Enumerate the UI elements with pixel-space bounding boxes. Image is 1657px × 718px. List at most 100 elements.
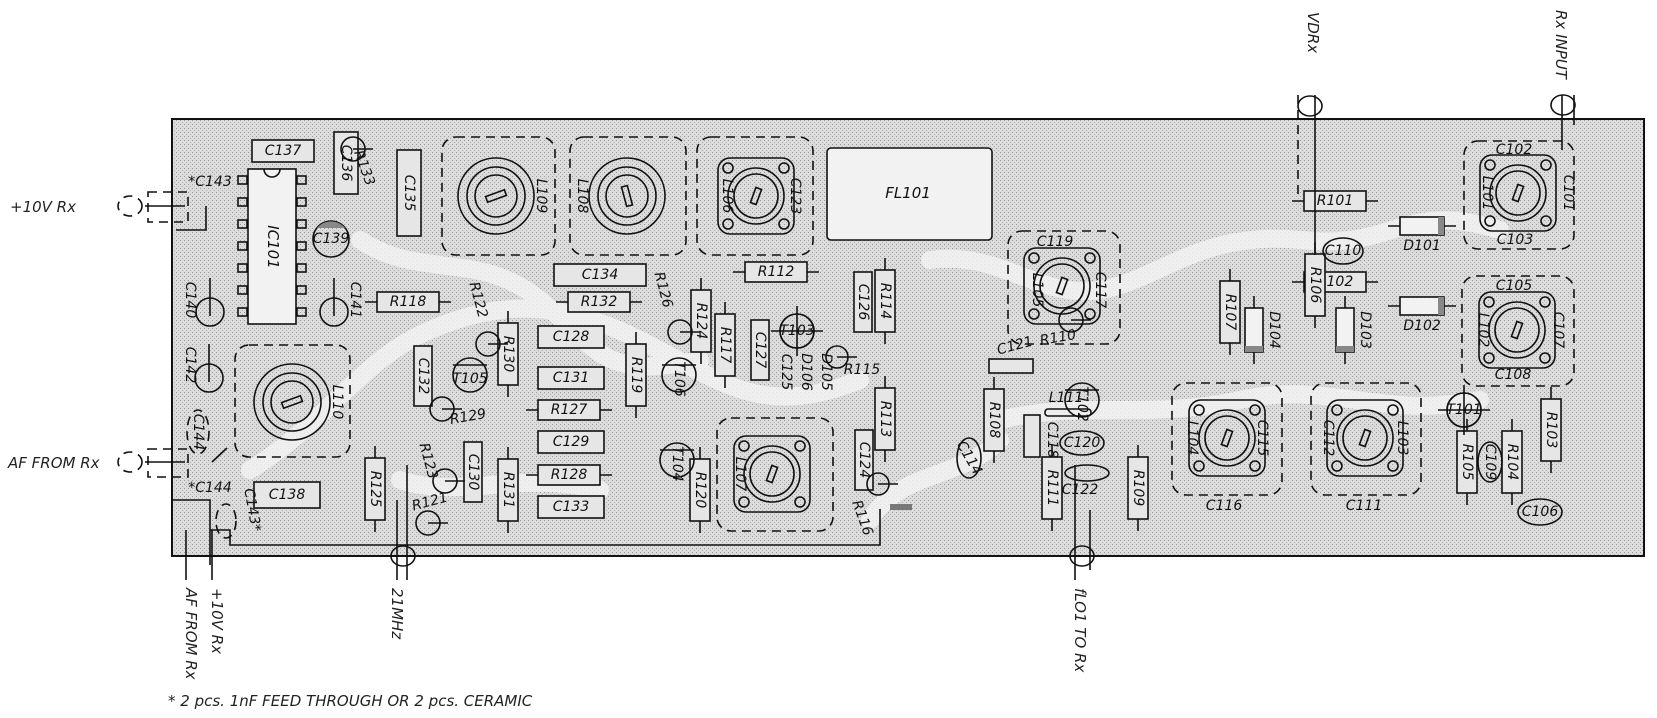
resistor-r104: R104	[1501, 419, 1523, 505]
diode-label-d106: D106	[798, 353, 814, 391]
capacitor-c144b: *C144	[188, 480, 232, 496]
capacitor-label-c109: C109	[1482, 444, 1498, 481]
coil-l101: L101	[1479, 154, 1557, 232]
resistor-r125: R125	[364, 446, 386, 532]
capacitor-c136: C136	[333, 131, 359, 195]
capacitor-label-c108: C108	[1495, 367, 1532, 383]
resistor-label-r111: R111	[1044, 470, 1060, 506]
label-af-from-rx-left: AF FROM Rx	[7, 454, 100, 472]
capacitor-label-c134: C134	[582, 267, 619, 283]
resistor-label-r128: R128	[551, 467, 588, 483]
capacitor-label-c144a: C144	[190, 414, 206, 451]
label-af-from-rx-bottom: AF FROM Rx	[182, 587, 200, 680]
label-21mhz: 21MHz	[388, 588, 406, 640]
capacitor-label-c122: C122	[1062, 482, 1099, 498]
capacitor-c122: C122	[1062, 464, 1110, 498]
coil-label-l111: L111	[1049, 390, 1084, 406]
capacitor-label-c138: C138	[269, 487, 306, 503]
transistor-label-t104: T104	[669, 446, 685, 481]
diode-d104: D104	[1244, 296, 1282, 364]
capacitor-label-c112: C112	[1320, 420, 1336, 457]
coil-l106: L106	[717, 157, 795, 235]
fl101-label: FL101	[885, 184, 931, 202]
coil-l108: L108	[574, 157, 666, 235]
capacitor-label-c123: C123	[787, 178, 803, 215]
diode-d101: D101	[1388, 216, 1456, 254]
capacitor-c123: C123	[787, 178, 803, 215]
capacitor-label-c133: C133	[553, 499, 590, 515]
coil-label-l106: L106	[719, 179, 735, 214]
resistor-r111: R111	[1041, 445, 1063, 531]
shield-outline	[441, 136, 556, 256]
capacitor-label-c103: C103	[1497, 232, 1534, 248]
feedthrough-outline	[147, 191, 189, 223]
capacitor-c105: C105	[1496, 278, 1533, 294]
capacitor-c118: C118	[1023, 414, 1060, 459]
transistor-label-t105: T105	[452, 371, 487, 387]
capacitor-label-c115: C115	[1254, 420, 1270, 457]
resistor-label-r119: R119	[628, 357, 644, 394]
trimmer-r129: R129	[429, 396, 487, 428]
resistor-r112: R112	[733, 261, 819, 283]
resistor-label-r114: R114	[877, 283, 893, 319]
feedthrough-outline	[147, 448, 189, 478]
transistor-label-t101: T101	[1446, 402, 1481, 418]
resistor-r108: R108	[983, 377, 1005, 463]
capacitor-label-c132: C132	[415, 358, 431, 395]
diode-label-d104: D104	[1266, 311, 1282, 349]
capacitor-c143: *C143	[188, 174, 232, 190]
capacitor-label-c144b: *C144	[188, 480, 232, 496]
capacitor-label-c142: C142	[182, 347, 198, 384]
capacitor-label-c127: C127	[752, 332, 768, 369]
shield-outline	[696, 136, 814, 256]
capacitor-c127: C127	[750, 319, 770, 381]
coil-l109: L109	[457, 157, 549, 235]
coil-label-l109: L109	[533, 179, 549, 214]
capacitor-label-c110: C110	[1325, 243, 1362, 259]
capacitor-c130: C130	[463, 441, 483, 503]
resistor-label-r106: R106	[1307, 267, 1323, 304]
coil-l110: L110	[253, 363, 345, 441]
ic101-label: IC101	[264, 225, 282, 269]
capacitor-c144a: C144	[186, 409, 210, 455]
label-plus10v-rx-left: +10V Rx	[10, 198, 76, 216]
resistor-r114: R114	[874, 258, 896, 344]
resistor-r127: R127	[526, 399, 612, 421]
capacitor-c115: C115	[1254, 420, 1270, 457]
transistor-t103: T103	[771, 306, 823, 356]
connector-ring	[117, 451, 143, 473]
trimmer-label-r110: R110	[1039, 327, 1078, 349]
diode-label-d105: D105	[818, 353, 834, 391]
resistor-label-r130: R130	[500, 336, 516, 373]
resistor-r132: R132	[556, 291, 642, 313]
capacitor-label-c105: C105	[1496, 278, 1533, 294]
trimmer-label-r115: R115	[844, 362, 881, 378]
transistor-t105: T105	[452, 357, 488, 393]
capacitor-label-c141: C141	[347, 282, 363, 319]
resistor-label-r102: R102	[1317, 274, 1354, 290]
coil-label-l108: L108	[574, 179, 590, 214]
capacitor-label-c143b: C143*	[240, 487, 263, 533]
transistor-t104: T104	[659, 442, 695, 482]
capacitor-c103: C103	[1497, 232, 1534, 248]
capacitor-c120: C120	[1059, 430, 1105, 456]
shield-outline	[1463, 140, 1575, 250]
capacitor-c142: C142	[182, 344, 224, 393]
label-flo-to-rx: fLO1 TO Rx	[1071, 588, 1089, 672]
capacitor-c141: C141	[319, 278, 363, 327]
solder-pad	[890, 504, 912, 510]
label-vd-rx: VDRx	[1304, 12, 1322, 53]
capacitor-label-c118: C118	[1044, 422, 1060, 459]
resistor-label-r112: R112	[758, 264, 795, 280]
capacitor-label-c119: C119	[1037, 234, 1074, 250]
coil-label-l107: L107	[732, 457, 748, 492]
diode-label-d103: D103	[1357, 311, 1373, 349]
capacitor-c129: C129	[537, 430, 605, 454]
resistor-label-r120: R120	[692, 472, 708, 509]
capacitor-c138: C138	[253, 481, 321, 509]
coil-label-l110: L110	[329, 385, 345, 420]
resistor-label-r127: R127	[551, 402, 588, 418]
capacitor-label-c137: C137	[265, 143, 302, 159]
capacitor-label-c129: C129	[553, 434, 590, 450]
